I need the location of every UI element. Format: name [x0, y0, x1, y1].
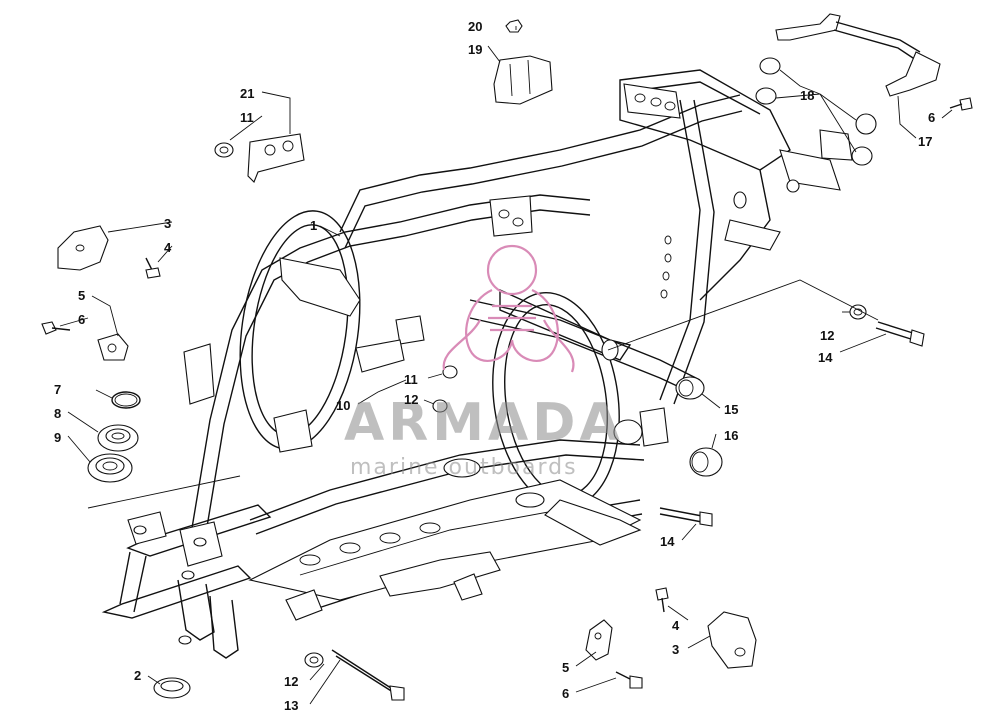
label-6-a: 6 — [78, 312, 85, 327]
part-16-cap — [689, 447, 723, 477]
part-21-plate — [247, 133, 305, 183]
label-9: 9 — [54, 430, 61, 445]
label-12-b: 12 — [404, 392, 418, 407]
part-9-bearing — [87, 453, 133, 483]
part-6-bolt-c — [949, 97, 973, 111]
loose-parts — [41, 13, 973, 701]
part-6-bolt-b — [615, 671, 643, 689]
label-11-b: 11 — [404, 372, 418, 387]
part-18-grommets — [755, 57, 877, 166]
watermark-tagline: marine outboards — [350, 455, 578, 480]
label-4-b: 4 — [672, 618, 680, 633]
part-14-bolt-b — [659, 507, 713, 527]
label-16: 16 — [724, 428, 738, 443]
label-15: 15 — [724, 402, 738, 417]
label-5-a: 5 — [78, 288, 85, 303]
part-4-bolt-b — [655, 587, 669, 613]
label-14-b: 14 — [660, 534, 675, 549]
label-10: 10 — [336, 398, 350, 413]
part-17-bar — [775, 13, 941, 97]
label-12-c: 12 — [284, 674, 298, 689]
part-4-bolt-a — [145, 257, 161, 279]
label-19: 19 — [468, 42, 482, 57]
part-13-bolt — [331, 649, 405, 701]
part-2-seal — [153, 677, 191, 699]
label-12-a: 12 — [820, 328, 834, 343]
label-3-b: 3 — [672, 642, 679, 657]
part-3-bracket-a — [57, 225, 109, 271]
label-5-b: 5 — [562, 660, 569, 675]
label-4-a: 4 — [164, 240, 172, 255]
part-15-cap — [675, 376, 705, 400]
part-3-bracket-b — [707, 611, 757, 669]
label-13: 13 — [284, 698, 298, 713]
label-17: 17 — [918, 134, 932, 149]
part-6-bolt-a — [41, 321, 71, 335]
part-12-nut-c — [304, 652, 324, 668]
part-8-bearing — [97, 424, 139, 452]
watermark: ARMADA marine outboards — [344, 244, 624, 480]
leader-lines — [59, 26, 953, 705]
part-7-snap-ring — [111, 391, 141, 409]
label-21: 21 — [240, 86, 254, 101]
label-6-c: 6 — [928, 110, 935, 125]
watermark-logo-icon — [442, 244, 575, 373]
part-12-nut-b — [432, 399, 448, 413]
label-20: 20 — [468, 19, 482, 34]
label-3-a: 3 — [164, 216, 171, 231]
label-1: 1 — [310, 218, 317, 233]
label-11-a: 11 — [240, 110, 254, 125]
part-12-nut-a — [849, 304, 867, 320]
label-18: 18 — [800, 88, 814, 103]
part-19-bracket — [493, 55, 553, 105]
label-8: 8 — [54, 406, 61, 421]
part-5-bracket-b — [585, 619, 613, 661]
part-14-bolt-a — [875, 321, 925, 347]
part-11-nut-b — [442, 365, 458, 379]
callout-labels: 1 2 3 3 4 4 5 5 6 6 6 7 8 9 10 11 11 12 … — [54, 19, 935, 713]
label-2: 2 — [134, 668, 141, 683]
watermark-brand: ARMADA — [344, 393, 624, 453]
part-20-nut — [505, 19, 523, 33]
main-frame — [101, 69, 853, 659]
part-11-nut-a — [214, 142, 234, 158]
label-7: 7 — [54, 382, 61, 397]
label-6-b: 6 — [562, 686, 569, 701]
label-14-a: 14 — [818, 350, 833, 365]
part-5-bracket-a — [97, 333, 129, 361]
